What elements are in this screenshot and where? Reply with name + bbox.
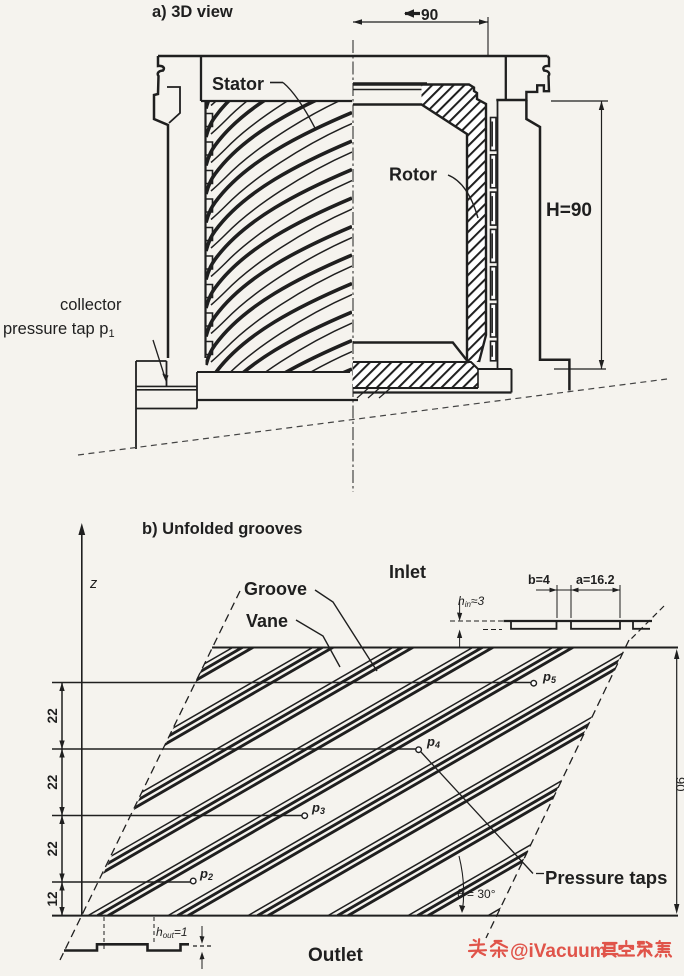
svg-text:Pressure taps: Pressure taps	[545, 867, 667, 888]
svg-text:pressure tap p1: pressure tap p1	[3, 320, 115, 340]
svg-text:12: 12	[45, 891, 60, 906]
svg-text:Rotor: Rotor	[389, 165, 437, 185]
svg-text:H=90: H=90	[546, 200, 592, 221]
svg-text:Vane: Vane	[246, 611, 288, 631]
svg-text:90: 90	[421, 7, 438, 24]
svg-text:a=16.2: a=16.2	[576, 573, 615, 587]
svg-text:22: 22	[45, 775, 60, 790]
svg-text:90: 90	[673, 777, 684, 791]
svg-text:Inlet: Inlet	[389, 562, 426, 582]
svg-text:b) Unfolded grooves: b) Unfolded grooves	[142, 520, 302, 538]
svg-text:z: z	[89, 576, 98, 592]
svg-text:hin≈3: hin≈3	[458, 594, 485, 609]
svg-text:22: 22	[45, 841, 60, 856]
svg-text:Outlet: Outlet	[308, 945, 364, 966]
svg-text:@iVacuum: @iVacuum	[510, 941, 607, 962]
svg-text:Stator: Stator	[212, 74, 264, 94]
svg-text:collector: collector	[60, 296, 122, 314]
svg-text:b=4: b=4	[528, 573, 550, 587]
svg-text:22: 22	[45, 708, 60, 723]
svg-text:θ = 30°: θ = 30°	[457, 887, 496, 901]
svg-text:Groove: Groove	[244, 579, 307, 599]
svg-text:a) 3D view: a) 3D view	[152, 3, 233, 21]
